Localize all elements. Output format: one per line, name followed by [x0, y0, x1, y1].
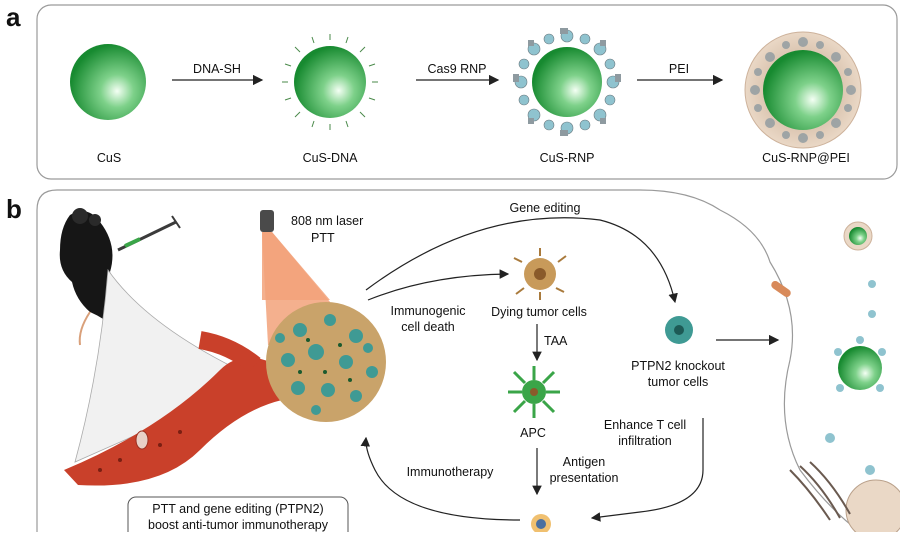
arrow-enhance	[590, 418, 704, 522]
rnp-fragments	[825, 280, 876, 475]
immunogenic-label-line1: Immunogenic	[390, 304, 466, 318]
particle-cus-rnp	[513, 28, 621, 136]
arrow-gene-editing	[365, 217, 678, 304]
enhance-label-line1: Enhance T cell	[603, 418, 687, 432]
arrow-to-dying	[367, 269, 510, 301]
panel-a-frame	[36, 4, 898, 180]
laser-label-line2: PTT	[311, 231, 335, 245]
apc-label: APC	[520, 426, 546, 440]
ptpn2-label-line1: PTPN2 knockout	[631, 359, 725, 373]
label-cus: CuS	[96, 151, 122, 165]
taa-label: TAA	[544, 334, 568, 348]
label-cus-rnp-pei: CuS-RNP@PEI	[762, 151, 850, 165]
immunogenic-label-line2: cell death	[401, 320, 455, 334]
arrow-label-pei: PEI	[668, 62, 690, 76]
particle-cus-dna	[282, 34, 378, 130]
syringe-icon	[117, 215, 181, 252]
tumor-mass	[266, 302, 386, 422]
antigen-label-line1: Antigen	[562, 455, 606, 469]
summary-line2: boost anti-tumor immunotherapy	[148, 518, 328, 532]
immunotherapy-label: Immunotherapy	[406, 465, 494, 479]
t-cell-icon	[531, 514, 551, 532]
arrow-immunotherapy	[360, 436, 521, 521]
panel-a-label: a	[6, 2, 21, 32]
label-cus-rnp: CuS-RNP	[539, 151, 595, 165]
dying-tumor-cell-icon	[513, 248, 567, 300]
ptpn2-knockout-cell-icon	[665, 316, 693, 344]
large-particle-icon	[834, 336, 886, 392]
arrow-label-cas9-rnp: Cas9 RNP	[427, 62, 487, 76]
right-boundary	[719, 209, 861, 532]
antigen-label-line2: presentation	[549, 471, 619, 485]
label-cus-dna: CuS-DNA	[302, 151, 358, 165]
laser-label-line1: 808 nm laser	[291, 214, 364, 228]
particle-cus	[70, 44, 146, 120]
dying-tumor-cells-label: Dying tumor cells	[491, 305, 587, 319]
small-particle-icon	[843, 221, 873, 251]
gene-editing-label: Gene editing	[509, 201, 581, 215]
apc-icon	[508, 366, 560, 418]
enhance-label-line2: infiltration	[618, 434, 672, 448]
summary-box	[127, 496, 349, 532]
ptpn2-label-line2: tumor cells	[647, 375, 709, 389]
panel-b-label: b	[6, 194, 22, 224]
panel-b-frame	[36, 189, 721, 532]
particle-cus-rnp-pei	[744, 31, 862, 149]
arrow-label-dna-sh: DNA-SH	[193, 62, 241, 76]
summary-line1: PTT and gene editing (PTPN2)	[152, 502, 324, 516]
blood-vessel	[64, 331, 282, 486]
endosome-icon	[789, 461, 900, 532]
rod-icon	[771, 280, 791, 298]
